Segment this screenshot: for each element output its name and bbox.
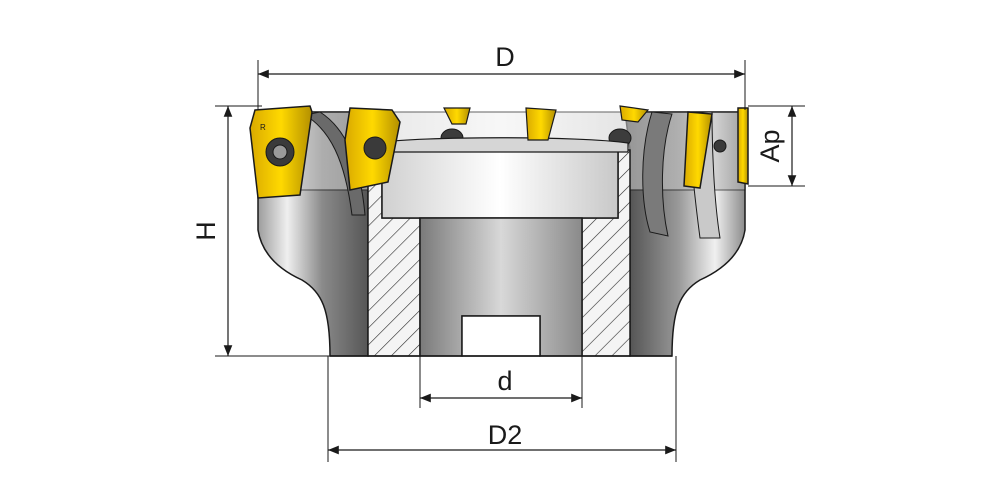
- insert-right-1: [683, 111, 713, 189]
- dimension-Ap: Ap: [748, 105, 805, 187]
- label-D2: D2: [488, 420, 523, 450]
- screw-hole-right-icon: [713, 139, 727, 153]
- insert-back-3: [619, 105, 650, 123]
- svg-text:R: R: [260, 123, 266, 132]
- insert-left-2: [344, 107, 401, 191]
- insert-back-1: [443, 107, 471, 125]
- dimension-D: D: [257, 42, 746, 110]
- chip-pocket-2: [642, 111, 673, 237]
- insert-front-left: R: [249, 105, 313, 199]
- counterbore-rim: [374, 137, 629, 153]
- label-Ap: Ap: [755, 129, 785, 162]
- counterbore: [381, 149, 619, 219]
- label-H: H: [191, 221, 221, 241]
- dimension-H: H: [191, 105, 330, 357]
- label-D: D: [495, 42, 515, 72]
- dimension-d: d: [419, 356, 583, 408]
- insert-back-2: [525, 107, 557, 141]
- drive-slot: [461, 315, 541, 357]
- dimension-D2: D2: [327, 356, 677, 462]
- insert-right-2: [737, 107, 749, 185]
- label-d: d: [497, 366, 512, 396]
